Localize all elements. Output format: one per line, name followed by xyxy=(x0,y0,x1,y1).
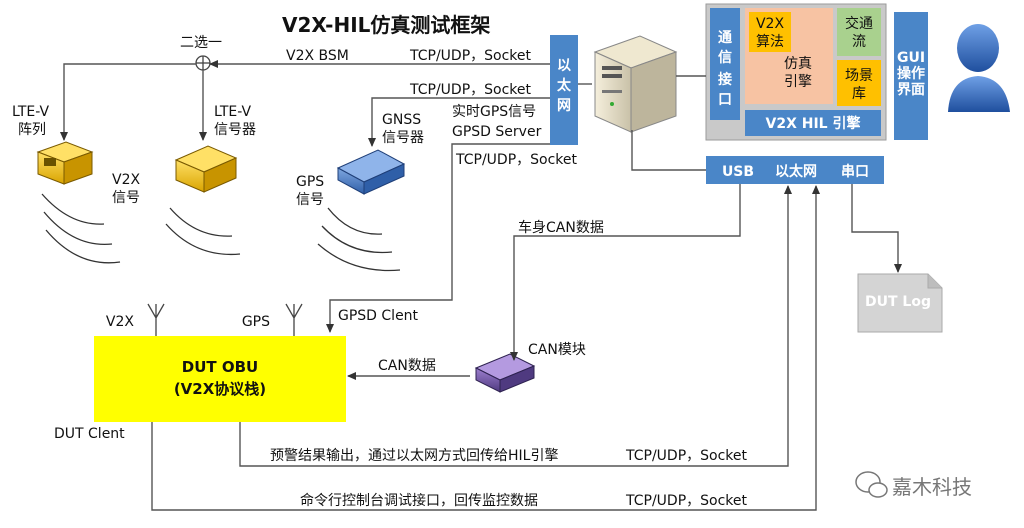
sim-engine-line2: 引擎 xyxy=(784,74,812,90)
traffic-flow-block xyxy=(837,8,881,56)
comm-interface-block xyxy=(710,8,740,120)
traffic-flow-line1: 交通 xyxy=(845,15,873,32)
link-body-can: 车身CAN数据 xyxy=(518,219,604,236)
wechat-icon xyxy=(855,471,888,498)
comm-interface-char-1: 通 xyxy=(718,30,732,46)
watermark-text: 嘉木科技 xyxy=(892,475,972,499)
link-can-data: CAN数据 xyxy=(378,358,436,374)
traffic-flow-line2: 流 xyxy=(852,34,866,50)
ethernet-bar: 以 太 网 xyxy=(550,35,578,145)
link-realtime-gps: 实时GPS信号 xyxy=(452,104,536,120)
link-dut-client: DUT Clent xyxy=(54,426,125,442)
port-usb: USB xyxy=(722,164,754,180)
link-warning-output: 预警结果输出，通过以太网方式回传给HIL引擎 xyxy=(270,448,558,464)
dut-obu-line1: DUT OBU xyxy=(182,358,258,376)
diagram-title: V2X-HIL仿真测试框架 xyxy=(282,13,490,37)
gps-signal-label-1: GPS xyxy=(296,174,324,190)
obu-antenna-v2x-label: V2X xyxy=(106,314,134,330)
dut-log-label: DUT Log xyxy=(865,294,931,310)
dut-obu-box xyxy=(94,336,346,422)
ethernet-bar-char-3: 网 xyxy=(557,98,571,114)
gnss-device-icon xyxy=(336,149,406,195)
port-serial: 串口 xyxy=(841,163,869,180)
obu-antennas xyxy=(147,303,303,336)
link-tcp-3: TCP/UDP，Socket xyxy=(455,152,578,168)
dut-log-document: DUT Log xyxy=(857,273,943,333)
radio-waves xyxy=(41,193,401,272)
scene-lib-line1: 场景 xyxy=(845,68,873,84)
gui-line1: GUI xyxy=(897,50,925,66)
link-gpsd-client: GPSD Clent xyxy=(338,308,419,324)
gui-bar: GUI 操作 界面 xyxy=(894,12,928,140)
scene-lib-line2: 库 xyxy=(852,86,866,102)
antenna-switch xyxy=(195,55,211,71)
ports-bar: USB 以太网 串口 xyxy=(706,156,884,184)
server-icon xyxy=(593,35,678,133)
sim-engine-line1: 仿真 xyxy=(784,56,812,72)
link-tcp-2: TCP/UDP，Socket xyxy=(409,82,532,98)
antenna-switch-label: 二选一 xyxy=(180,35,222,51)
hil-engine-label-bar xyxy=(745,110,881,136)
gui-line3: 界面 xyxy=(897,82,925,98)
ethernet-bar-char-2: 太 xyxy=(557,77,572,94)
comm-interface-char-4: 口 xyxy=(718,92,732,108)
user-icon xyxy=(948,24,1010,112)
link-tcp-5: TCP/UDP，Socket xyxy=(625,493,748,509)
gnss-label-1: GNSS xyxy=(382,112,421,128)
port-ethernet: 以太网 xyxy=(775,163,817,180)
lte-gen-label-1: LTE-V xyxy=(214,104,252,120)
v2x-signal-label-2: 信号 xyxy=(112,190,140,206)
v2x-algo-line1: V2X xyxy=(756,16,784,32)
lte-array-label-2: 阵列 xyxy=(18,122,46,138)
lte-array-device-icon xyxy=(36,141,94,185)
dut-obu-line2: (V2X协议栈) xyxy=(174,380,266,398)
link-tcp-1: TCP/UDP，Socket xyxy=(409,48,532,64)
v2x-signal-label-1: V2X xyxy=(112,172,140,188)
hil-engine-panel: 通 信 接 口 V2X 算法 仿真 引擎 交通 流 场景 库 V2X HIL 引… xyxy=(705,3,887,141)
lte-gen-label-2: 信号器 xyxy=(214,122,256,138)
lte-signal-gen-device-icon xyxy=(174,145,238,193)
obu-antenna-gps-label: GPS xyxy=(242,314,270,330)
can-module-label: CAN模块 xyxy=(528,342,586,358)
link-v2x-bsm: V2X BSM xyxy=(286,48,349,64)
hil-engine-label: V2X HIL 引擎 xyxy=(766,115,861,132)
lte-array-label-1: LTE-V xyxy=(12,104,50,120)
link-gpsd-server: GPSD Server xyxy=(452,124,542,140)
gnss-label-2: 信号器 xyxy=(382,130,424,146)
comm-interface-char-3: 接 xyxy=(718,71,732,88)
link-cmd-debug: 命令行控制台调试接口，回传监控数据 xyxy=(300,492,538,509)
gps-signal-label-2: 信号 xyxy=(296,192,324,208)
comm-interface-char-2: 信 xyxy=(718,49,732,66)
ethernet-bar-char-1: 以 xyxy=(557,58,571,74)
scene-lib-block xyxy=(837,60,881,106)
gui-line2: 操作 xyxy=(897,65,925,82)
v2x-algo-block xyxy=(749,12,791,52)
connection-lines xyxy=(60,60,902,511)
can-module-device-icon xyxy=(474,353,536,393)
link-tcp-4: TCP/UDP，Socket xyxy=(625,448,748,464)
v2x-algo-line2: 算法 xyxy=(756,34,784,50)
